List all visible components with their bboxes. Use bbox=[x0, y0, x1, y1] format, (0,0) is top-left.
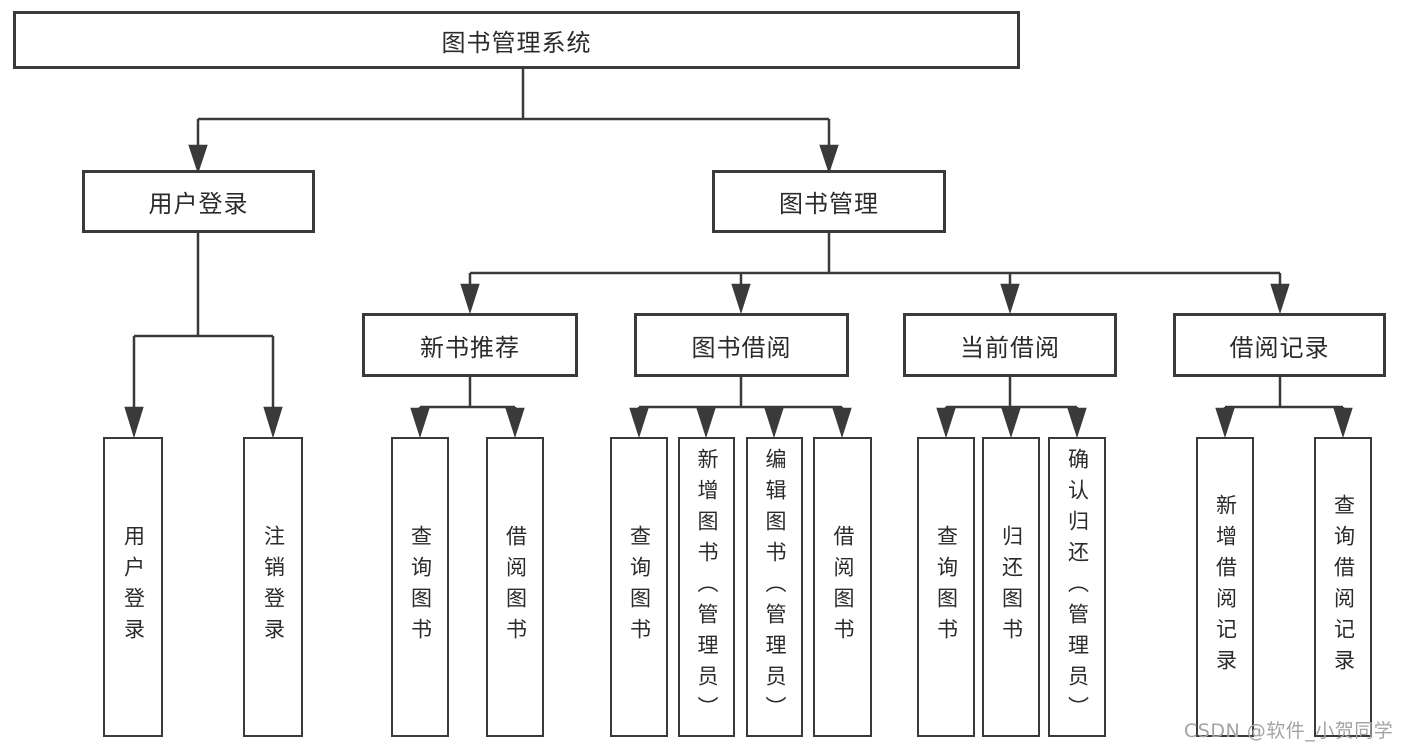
node-leaf-borrow-books-rec: 借阅图书 bbox=[486, 437, 544, 737]
node-leaf-add-borrow-record: 新增借阅记录 bbox=[1196, 437, 1254, 737]
arrowhead-icon bbox=[1067, 407, 1087, 439]
arrowhead-icon bbox=[505, 407, 525, 439]
arrowhead-icon bbox=[832, 407, 852, 439]
arrowhead-icon bbox=[936, 407, 956, 439]
node-leaf-query-borrow-record: 查询借阅记录 bbox=[1314, 437, 1372, 737]
connector-bookborrow-to-leaves bbox=[629, 377, 852, 439]
arrowhead-icon bbox=[1215, 407, 1235, 439]
node-leaf-edit-books-admin: 编辑图书（管理员） bbox=[746, 437, 803, 737]
node-leaf-borrow-books-bb: 借阅图书 bbox=[813, 437, 872, 737]
node-book-management: 图书管理 bbox=[712, 170, 946, 233]
connector-bookmgmt-to-level3 bbox=[460, 233, 1290, 315]
arrowhead-icon bbox=[460, 283, 480, 315]
connector-currentborrow-to-leaves bbox=[936, 377, 1087, 439]
arrowhead-icon bbox=[410, 407, 430, 439]
node-leaf-logout: 注销登录 bbox=[243, 437, 303, 737]
node-current-borrowing: 当前借阅 bbox=[903, 313, 1117, 377]
node-leaf-query-books-rec: 查询图书 bbox=[391, 437, 449, 737]
arrowhead-icon bbox=[188, 144, 208, 174]
arrowhead-icon bbox=[1000, 283, 1020, 315]
node-leaf-user-login: 用户登录 bbox=[103, 437, 163, 737]
connector-borrowrecord-to-leaves bbox=[1215, 377, 1353, 439]
connector-newbookrec-to-leaves bbox=[410, 377, 525, 439]
node-root-library-management-system: 图书管理系统 bbox=[13, 11, 1020, 69]
arrowhead-icon bbox=[696, 407, 716, 439]
node-leaf-return-books: 归还图书 bbox=[982, 437, 1040, 737]
arrowhead-icon bbox=[629, 407, 649, 439]
node-leaf-add-books-admin: 新增图书（管理员） bbox=[678, 437, 735, 737]
arrowhead-icon bbox=[1001, 407, 1021, 439]
arrowhead-icon bbox=[1333, 407, 1353, 439]
node-leaf-query-books-bb: 查询图书 bbox=[610, 437, 668, 737]
arrowhead-icon bbox=[1270, 283, 1290, 315]
connector-userlogin-to-leaves bbox=[124, 233, 283, 439]
node-leaf-confirm-return-admin: 确认归还（管理员） bbox=[1048, 437, 1106, 737]
arrowhead-icon bbox=[731, 283, 751, 315]
node-book-borrowing: 图书借阅 bbox=[634, 313, 849, 377]
arrowhead-icon bbox=[764, 407, 784, 439]
connector-root-to-level2 bbox=[188, 69, 839, 174]
node-new-book-recommendation: 新书推荐 bbox=[362, 313, 578, 377]
node-leaf-query-books-cb: 查询图书 bbox=[917, 437, 975, 737]
node-borrowing-records: 借阅记录 bbox=[1173, 313, 1386, 377]
arrowhead-icon bbox=[263, 406, 283, 439]
csdn-watermark: CSDN @软件_小贺同学 bbox=[1184, 720, 1394, 742]
node-user-login: 用户登录 bbox=[82, 170, 315, 233]
arrowhead-icon bbox=[124, 406, 144, 439]
arrowhead-icon bbox=[819, 144, 839, 174]
